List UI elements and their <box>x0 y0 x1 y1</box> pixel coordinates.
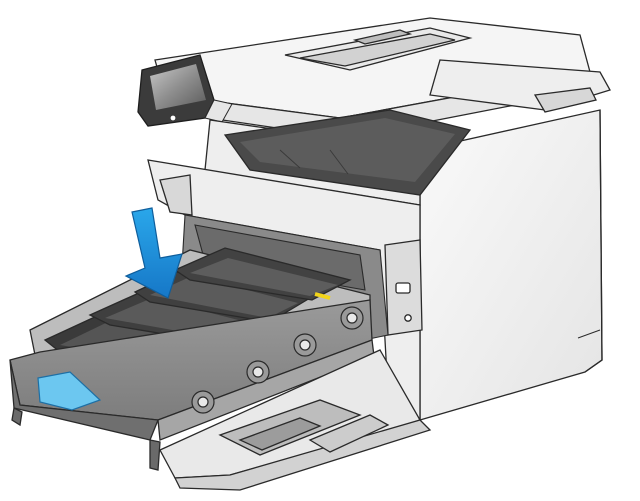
paper-tray[interactable] <box>159 349 432 491</box>
drawer-handle[interactable] <box>37 371 102 411</box>
toner-cartridge-yellow[interactable] <box>173 247 352 301</box>
door-latch <box>395 282 411 294</box>
home-button-icon[interactable] <box>170 115 176 121</box>
arrow-down-icon <box>124 207 183 299</box>
control-panel <box>137 54 233 127</box>
toner-drawer[interactable] <box>9 247 375 471</box>
scanner-lid <box>154 17 611 139</box>
front-frame <box>147 159 423 431</box>
touchscreen-display[interactable] <box>150 64 206 110</box>
output-bin <box>204 109 472 206</box>
drawer-gears <box>191 306 364 414</box>
